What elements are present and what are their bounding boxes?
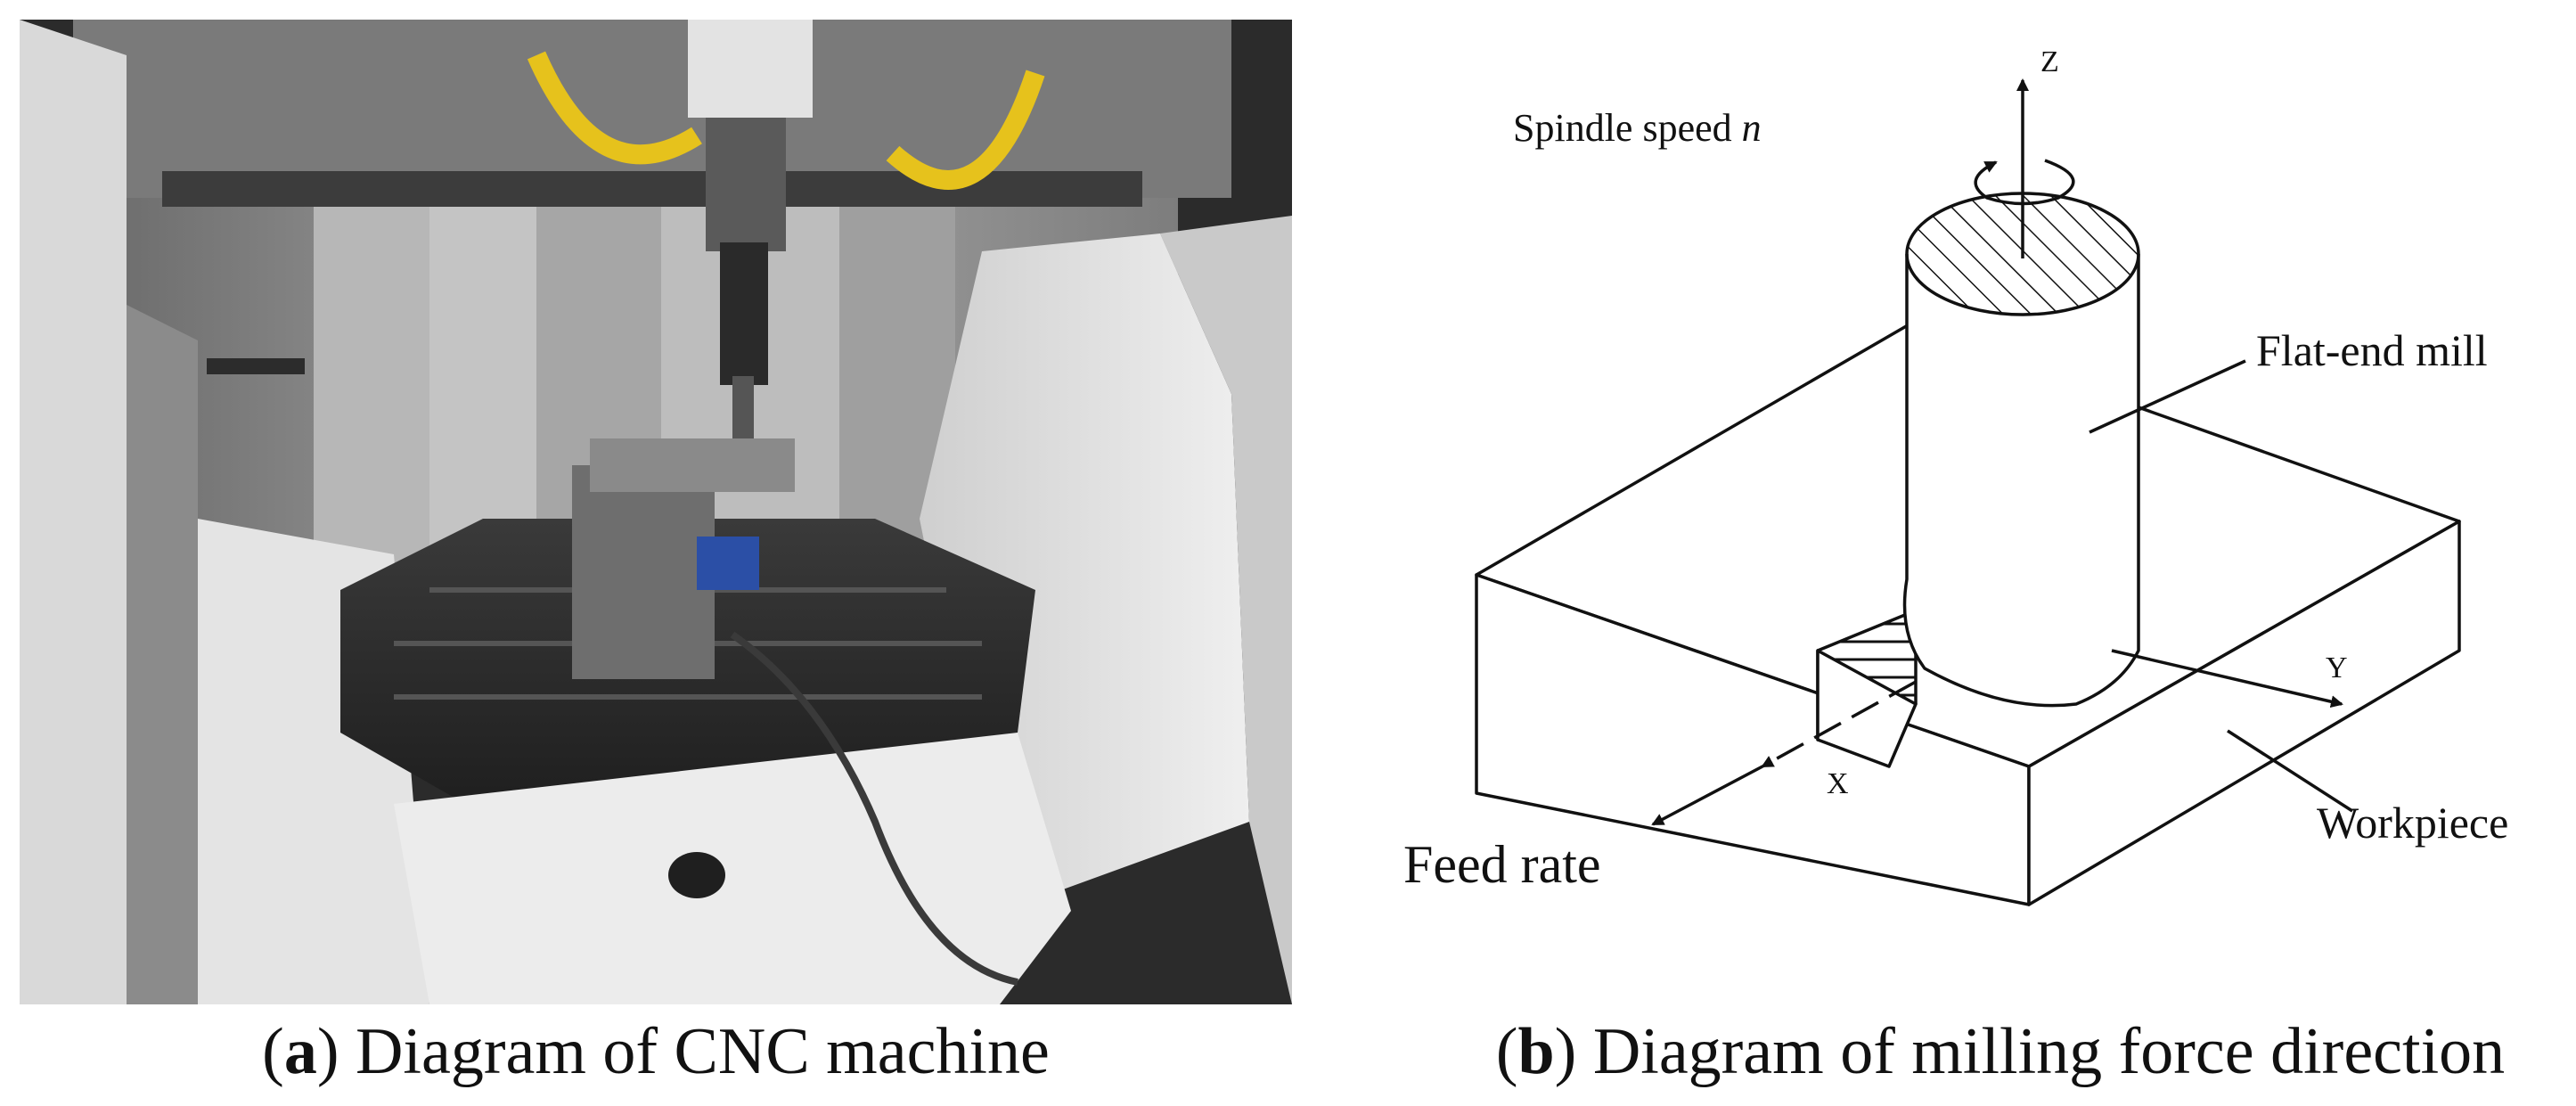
x-axis-label: X xyxy=(1827,767,1849,800)
y-axis-label: Y xyxy=(2326,651,2348,684)
workpiece-label: Workpiece xyxy=(2317,798,2508,848)
tool-leader-line xyxy=(2089,359,2246,434)
workpiece-side-face xyxy=(2027,520,2461,906)
milling-force-diagram: Spindle speed n Z Flat-end mill Y X Work… xyxy=(1354,27,2566,989)
caption-a-letter: a xyxy=(283,1015,317,1088)
cnc-machine-illustration xyxy=(20,20,1292,1004)
workpiece-leader-line xyxy=(2227,729,2353,813)
spindle-speed-label: Spindle speed n xyxy=(1513,106,1762,150)
feed-rate-label: Feed rate xyxy=(1403,835,1601,894)
flat-end-mill-body xyxy=(1902,254,2140,708)
tool-label: Flat-end mill xyxy=(2256,325,2488,375)
caption-panel-a: (a) Diagram of CNC machine xyxy=(262,1015,1050,1088)
y-axis-line xyxy=(2111,649,2343,709)
x-axis-line xyxy=(1761,680,1917,768)
caption-b-text: Diagram of milling force direction xyxy=(1592,1015,2506,1088)
z-axis-label: Z xyxy=(2040,45,2059,78)
caption-b-letter: b xyxy=(1517,1015,1555,1088)
cnc-machine-photo xyxy=(20,20,1292,1004)
milling-diagram-svg: Spindle speed n Z Flat-end mill Y X Work… xyxy=(1403,45,2508,906)
caption-panel-b: (b) Diagram of milling force direction xyxy=(1495,1015,2506,1088)
spindle-rotation-arrow xyxy=(1974,159,2075,206)
caption-a-text: Diagram of CNC machine xyxy=(355,1015,1050,1088)
